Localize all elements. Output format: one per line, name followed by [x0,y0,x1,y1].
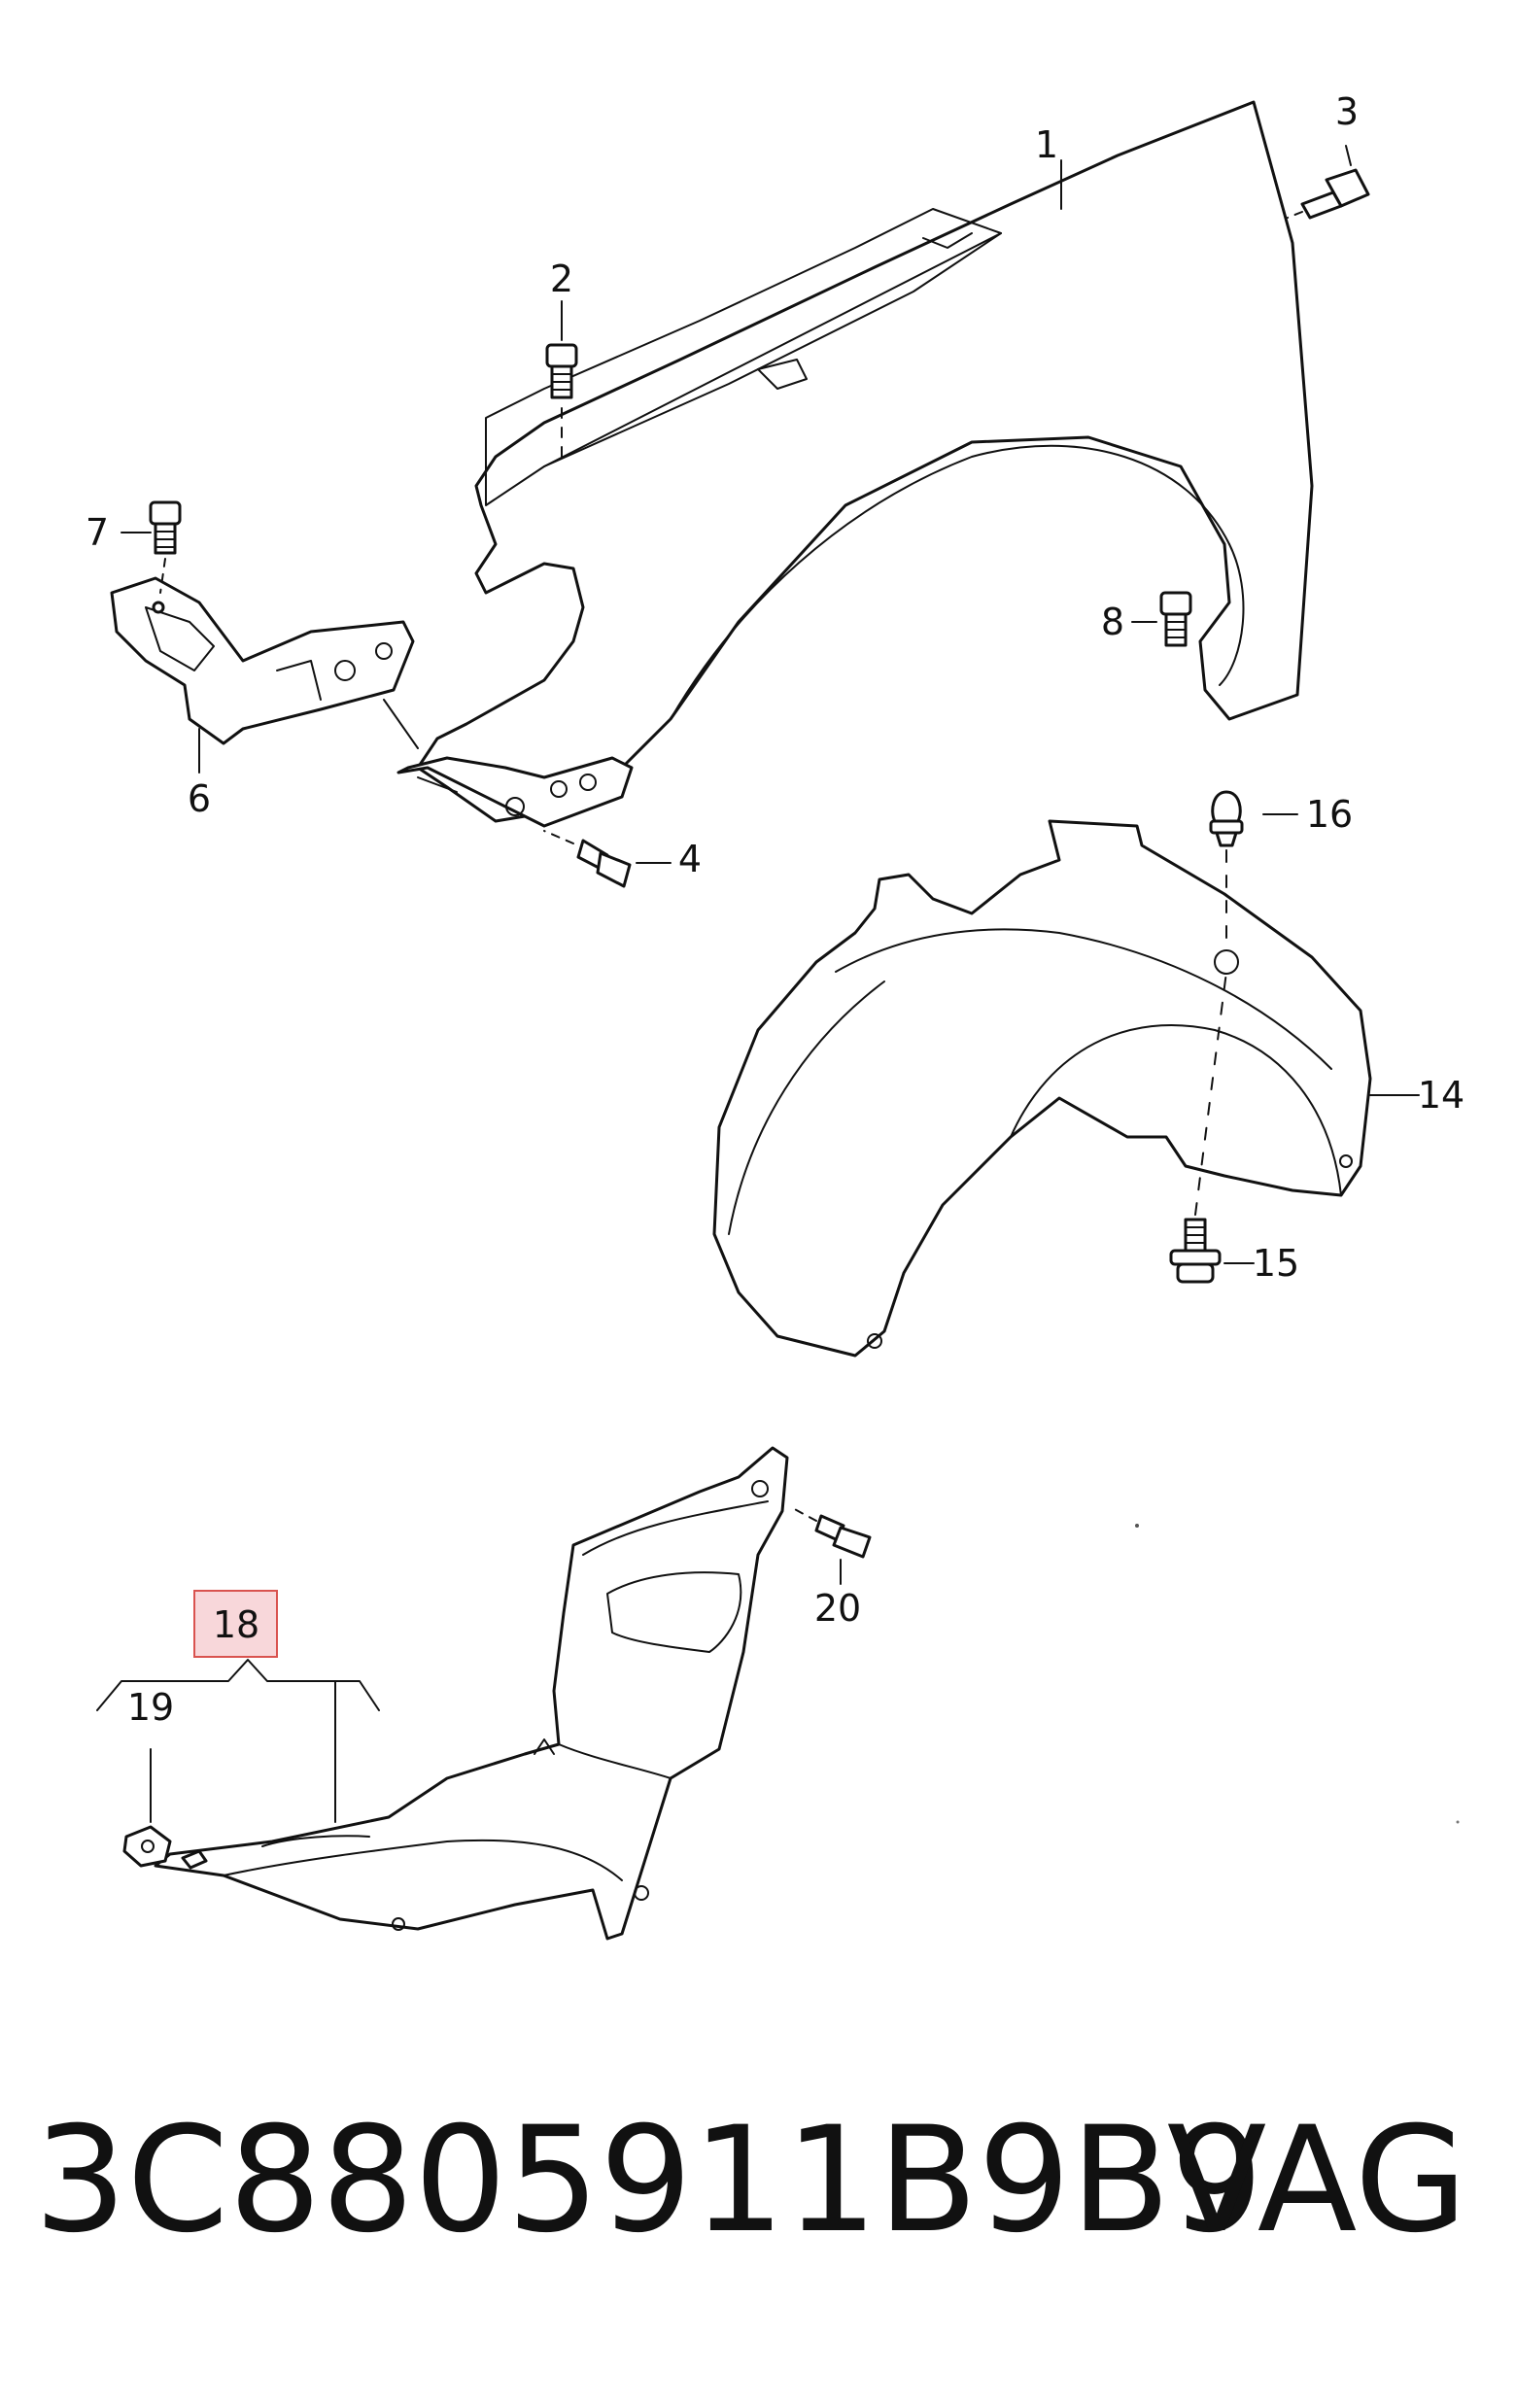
callout-6: 6 [188,777,211,820]
callout-19: 19 [127,1686,174,1729]
callout-3: 3 [1335,90,1359,133]
callout-16: 16 [1306,793,1353,836]
callout-14: 14 [1418,1074,1464,1117]
callout-20: 20 [814,1587,861,1630]
bolt-8 [1131,591,1192,647]
clip-16 [1209,790,1298,948]
callout-4: 4 [678,838,702,880]
underbody-liner-18 [96,1446,789,1941]
callout-7: 7 [86,511,109,554]
callout-18-highlight [193,1590,278,1658]
callout-18: 18 [213,1603,259,1646]
fender-part [396,100,1314,828]
bolt-7 [121,500,182,594]
nut-19 [122,1748,208,1870]
bolt-20 [788,1505,872,1585]
bolt-3 [1287,145,1370,220]
part-number: 3C8805911B9B9 [34,2096,1263,2265]
callout-1: 1 [1035,123,1058,166]
callout-8: 8 [1101,601,1124,643]
bracket-6 [110,576,419,774]
brand-name: VAG [1167,2096,1467,2265]
bolt-2 [545,300,578,467]
callout-2: 2 [550,258,573,300]
bolt-15 [1169,971,1255,1284]
bolt-4 [543,830,672,888]
callout-15: 15 [1253,1242,1299,1285]
wheel-arch-liner-14 [712,819,1420,1358]
